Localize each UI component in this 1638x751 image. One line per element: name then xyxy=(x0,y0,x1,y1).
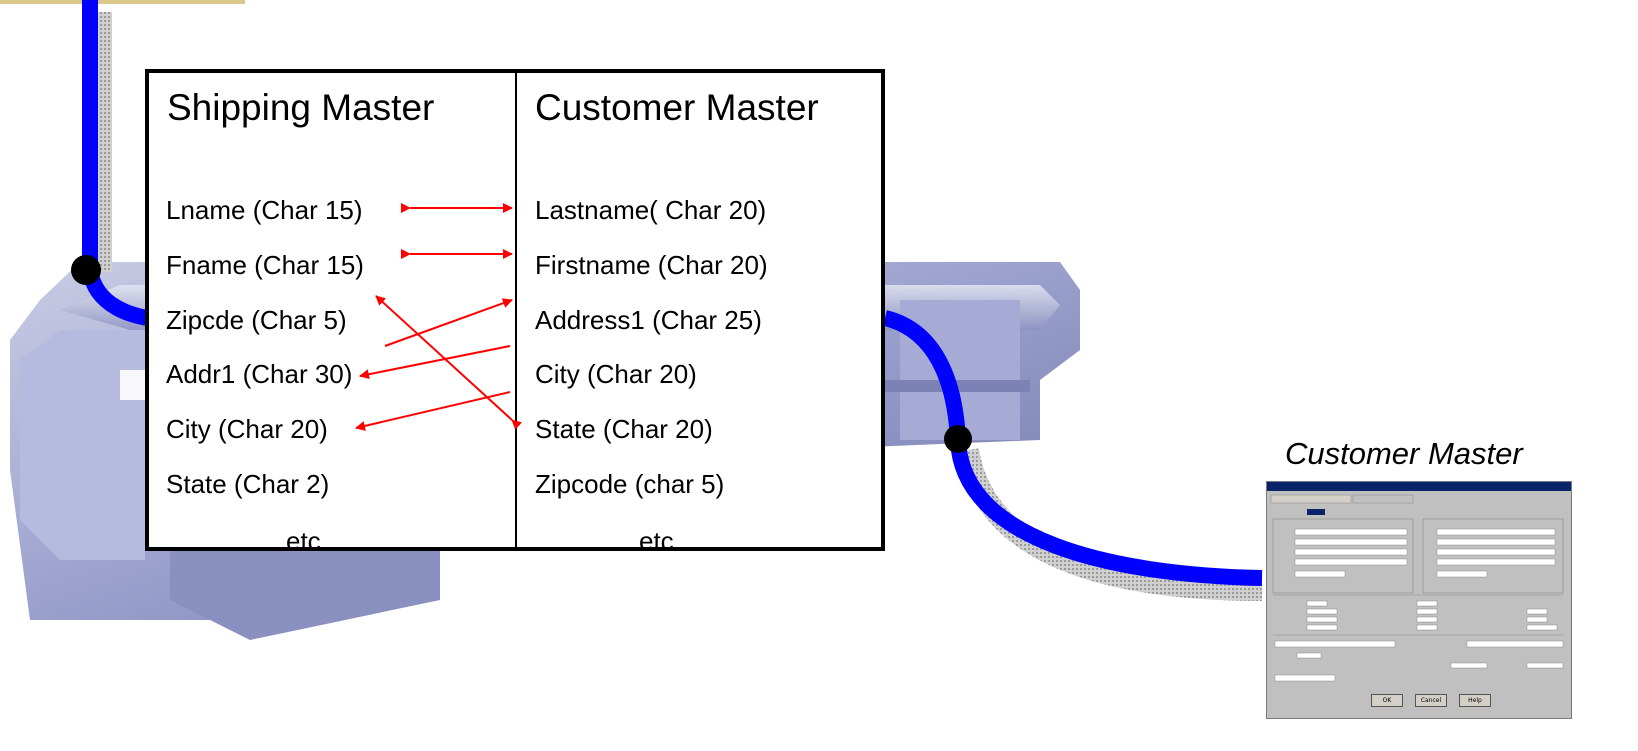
customer-field: Zipcode (char 5) xyxy=(535,469,725,499)
shipping-field: Lname (Char 15) xyxy=(166,195,363,225)
thumbnail-cancel-button: Cancel xyxy=(1415,694,1447,707)
customer-master-title: Customer Master xyxy=(535,87,819,128)
customer-field: Address1 (Char 25) xyxy=(535,305,762,335)
shipping-field: Fname (Char 15) xyxy=(166,250,364,280)
field-mapping-table: Shipping Master Customer Master Lname (C… xyxy=(145,69,885,556)
thumbnail-help-button: Help xyxy=(1459,694,1491,707)
shipping-master-title: Shipping Master xyxy=(167,87,435,128)
thumbnail-titlebar xyxy=(1267,482,1571,491)
customer-master-screen-thumbnail: OK Cancel Help xyxy=(1266,481,1572,719)
customer-master-screen-caption: Customer Master xyxy=(1285,436,1523,471)
customer-field: State (Char 20) xyxy=(535,414,713,444)
customer-field: City (Char 20) xyxy=(535,359,697,389)
shipping-field: State (Char 2) xyxy=(166,469,330,499)
connector-cable-right xyxy=(882,310,1263,586)
junction-dot-right xyxy=(944,425,972,453)
shipping-etc: etc xyxy=(286,526,321,556)
junction-dot-left xyxy=(71,255,101,285)
top-image-strip xyxy=(0,0,245,4)
customer-etc: etc xyxy=(639,526,674,556)
thumbnail-ok-button: OK xyxy=(1371,694,1403,707)
column-divider xyxy=(515,73,517,547)
thumbnail-form xyxy=(1270,494,1564,682)
shipping-field: Addr1 (Char 30) xyxy=(166,359,353,389)
shipping-field: City (Char 20) xyxy=(166,414,328,444)
customer-field: Lastname( Char 20) xyxy=(535,195,767,225)
shipping-field: Zipcde (Char 5) xyxy=(166,305,347,335)
customer-field: Firstname (Char 20) xyxy=(535,250,768,280)
